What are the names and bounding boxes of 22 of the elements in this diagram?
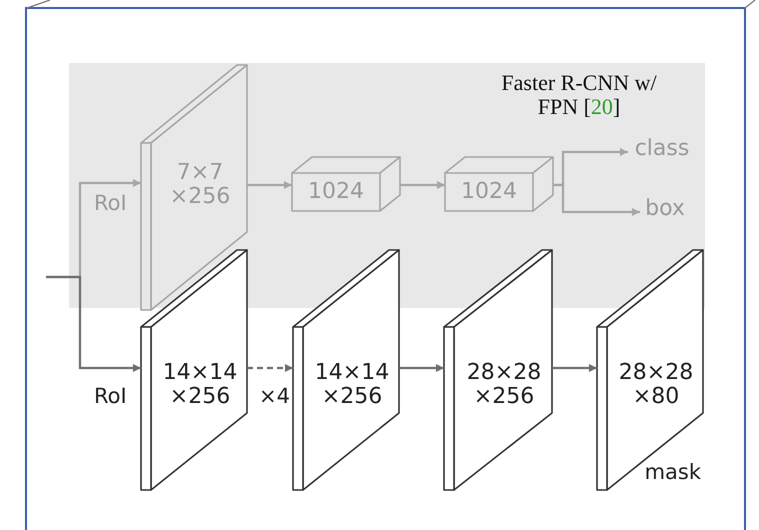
arrow <box>247 364 293 372</box>
grouping-panel <box>69 63 705 308</box>
edge-label: RoI <box>93 193 128 214</box>
layer-dimension: 28×28 ×80 <box>618 361 694 410</box>
layer-dimension: 14×14 ×256 <box>314 361 390 410</box>
output-label: box <box>644 197 686 222</box>
edge-label: ×4 <box>258 386 291 407</box>
arrow <box>247 181 292 189</box>
layer-size: 1024 <box>460 180 518 204</box>
arrow <box>399 364 444 372</box>
arrow <box>552 364 597 372</box>
panel-title: Faster R-CNN w/ FPN [20] <box>500 71 658 120</box>
layer-dimension: 7×7 ×256 <box>168 161 232 210</box>
edge-label: RoI <box>93 386 128 407</box>
output-label: mask <box>644 460 701 484</box>
output-label: class <box>634 137 690 162</box>
arrow <box>400 181 445 189</box>
arrow <box>46 276 141 372</box>
arrow <box>553 184 640 216</box>
layer-size: 1024 <box>307 180 365 204</box>
layer-dimension: 14×14 ×256 <box>162 361 238 410</box>
layer-dimension: 28×28 ×256 <box>466 361 542 410</box>
